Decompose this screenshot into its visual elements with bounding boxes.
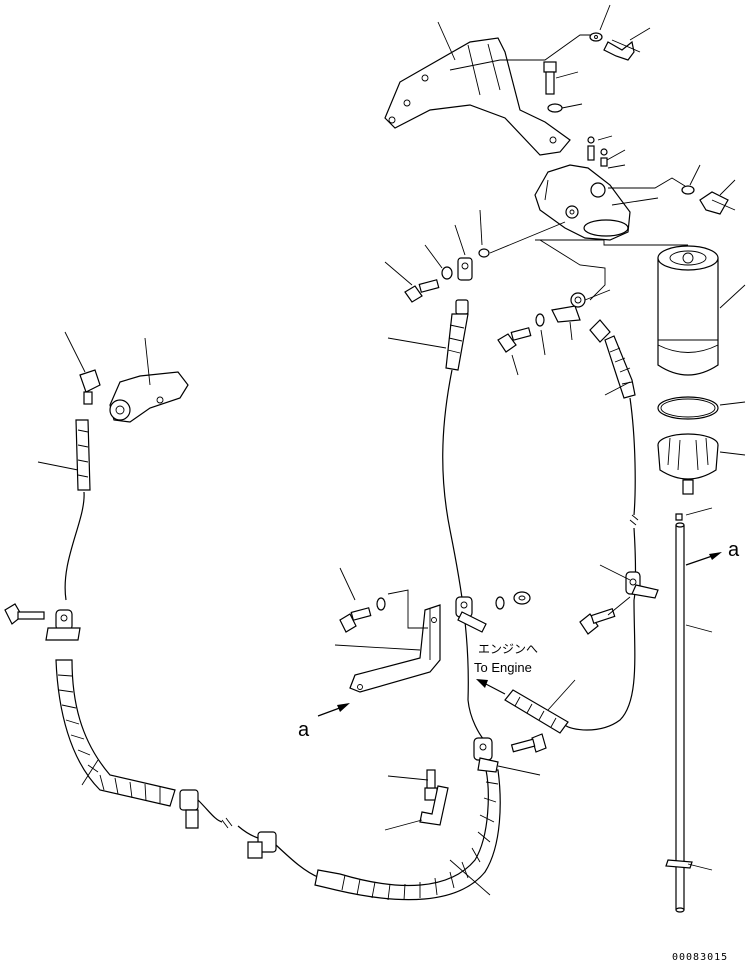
leader-head-bolt [608, 177, 686, 189]
drain-tube [665, 513, 693, 913]
bolt-head [699, 191, 736, 215]
elbow-fitting [79, 369, 101, 405]
washer-eye-left [441, 266, 453, 280]
washer-clip-middle [495, 596, 505, 610]
support-bracket [349, 604, 441, 693]
clip-lower-right [473, 737, 499, 773]
eye-fitting-right [551, 292, 586, 323]
ref-a-right: a [728, 539, 740, 561]
washer-top [589, 32, 603, 42]
fuel-hose-middle [442, 299, 485, 741]
arrow-a-right [685, 552, 722, 566]
bolt-vertical [543, 61, 557, 95]
clip-middle [455, 596, 487, 633]
filter-head [534, 164, 631, 241]
arrow-to-engine [476, 679, 506, 695]
bolt-eye-right [497, 327, 532, 353]
engine-inlet-pipe [504, 689, 569, 734]
to-engine-label-en: To Engine [474, 660, 532, 675]
washer-support [376, 597, 386, 611]
bolt-clip-lower-right [510, 733, 547, 753]
fuel-hose-right [564, 319, 639, 731]
washer-eye-left-2 [478, 248, 490, 258]
bolt-eye-left [404, 279, 440, 303]
bolt-top [603, 39, 641, 61]
fuel-filter-cartridge [657, 245, 719, 376]
bracket-lower [419, 769, 449, 826]
washer-bracket [547, 103, 563, 113]
protected-hose-lower-right [314, 769, 501, 901]
protected-hose-lower-left [55, 659, 321, 879]
washer-eye-right [535, 313, 545, 327]
drawing-code: 00083015 [672, 952, 728, 963]
bolt-clip-right [579, 608, 616, 635]
leader-bracket [437, 21, 456, 61]
ref-a-left: a [298, 719, 310, 741]
bleeder-plug [587, 136, 608, 167]
filter-mount-bracket [384, 37, 571, 156]
feed-pump-inlet [109, 371, 189, 423]
bolt-support [339, 607, 372, 633]
eye-fitting-left [457, 257, 473, 281]
fuel-hose-left [64, 419, 91, 601]
arrow-a-left [317, 703, 350, 717]
clip-left [45, 609, 81, 641]
to-engine-label-jp: エンジンへ [478, 642, 538, 656]
o-ring [657, 396, 719, 420]
washer-head [681, 185, 695, 195]
clip-right [625, 571, 659, 599]
leader-bracket-bolt [500, 34, 598, 61]
water-separator-bowl [657, 433, 719, 495]
nut-clip-middle [513, 591, 531, 605]
bolt-clip-left [4, 603, 45, 625]
